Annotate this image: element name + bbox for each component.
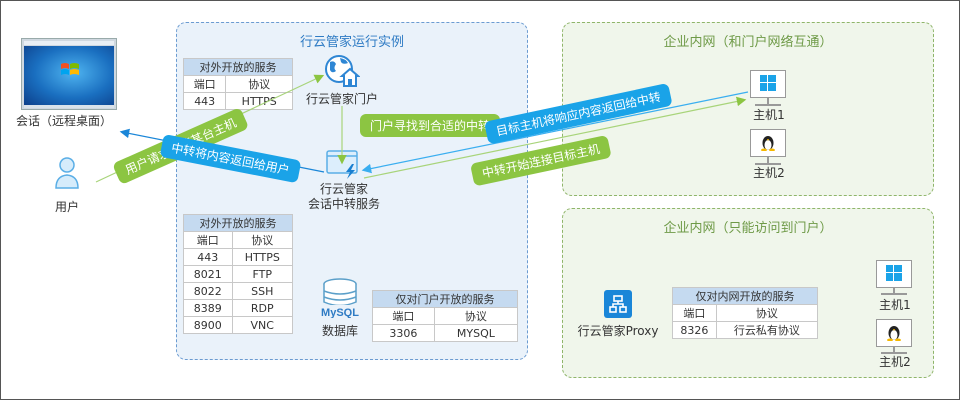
table-cell: 行云私有协议 <box>715 321 819 339</box>
monitor-icon <box>876 319 912 347</box>
flow-label-portal-find: 门户寻找到合适的中转 <box>360 114 501 137</box>
table-cell: RDP <box>231 299 294 317</box>
table-title: 仅对内网开放的服务 <box>672 287 818 305</box>
monitor-icon <box>750 70 786 98</box>
table-cell: VNC <box>231 316 294 334</box>
host-label: 主机1 <box>753 108 785 122</box>
table-header: 端口 <box>372 307 435 325</box>
table-header: 协议 <box>225 75 293 93</box>
mysql-logo-text: MySQL <box>321 307 359 318</box>
zone-intranet-connected-title: 企业内网（和门户网络互通） <box>663 35 833 50</box>
table-cell: 8900 <box>183 316 233 334</box>
session-label: 会话（远程桌面） <box>15 114 112 128</box>
table-cell: 8326 <box>672 321 717 339</box>
zone-instance-title: 行云管家运行实例 <box>299 35 404 50</box>
portal-globe-icon <box>325 55 360 87</box>
table-header: 端口 <box>183 231 233 249</box>
table-title: 对外开放的服务 <box>183 214 293 232</box>
mysql-database-icon: MySQL <box>318 278 362 318</box>
table-title: 仅对门户开放的服务 <box>372 290 518 308</box>
table-cell: SSH <box>231 282 294 300</box>
user-label: 用户 <box>54 200 79 214</box>
table-header: 协议 <box>231 231 294 249</box>
windows-icon <box>760 75 776 91</box>
table-cell: 3306 <box>372 324 435 342</box>
remote-desktop-thumbnail <box>21 38 117 110</box>
table-cell: 8022 <box>183 282 233 300</box>
table-cell: 443 <box>183 248 233 266</box>
zone-intranet-portal-only-title: 企业内网（只能访问到门户） <box>663 221 833 236</box>
table-cell: HTTPS <box>231 248 294 266</box>
database-label: 数据库 <box>321 324 358 338</box>
relay-label: 行云管家 会话中转服务 <box>298 182 390 212</box>
relay-service-icon <box>326 150 358 179</box>
table-cell: 8389 <box>183 299 233 317</box>
table-cell: HTTPS <box>225 92 293 110</box>
windows-icon <box>886 265 902 281</box>
monitor-icon <box>876 260 912 288</box>
host-label: 主机2 <box>753 166 785 180</box>
table-cell: FTP <box>231 265 294 283</box>
linux-icon <box>887 326 901 341</box>
proxy-icon <box>604 290 632 318</box>
relay-label-line2: 会话中转服务 <box>307 197 380 211</box>
table-cell: MYSQL <box>433 324 519 342</box>
host-label: 主机1 <box>879 298 911 312</box>
table-header: 端口 <box>182 75 227 93</box>
table-header: 端口 <box>672 304 717 322</box>
proxy-label: 行云管家Proxy <box>577 324 659 338</box>
table-header: 协议 <box>715 304 819 322</box>
host-label: 主机2 <box>879 355 911 369</box>
table-cell: 8021 <box>183 265 233 283</box>
windows-logo-icon <box>61 63 79 75</box>
user-icon <box>55 157 79 189</box>
table-title: 对外开放的服务 <box>183 58 293 76</box>
linux-icon <box>761 136 775 151</box>
portal-label: 行云管家门户 <box>305 92 378 106</box>
monitor-icon <box>750 129 786 157</box>
table-header: 协议 <box>433 307 519 325</box>
relay-label-line1: 行云管家 <box>319 182 368 196</box>
table-cell: 443 <box>182 92 227 110</box>
